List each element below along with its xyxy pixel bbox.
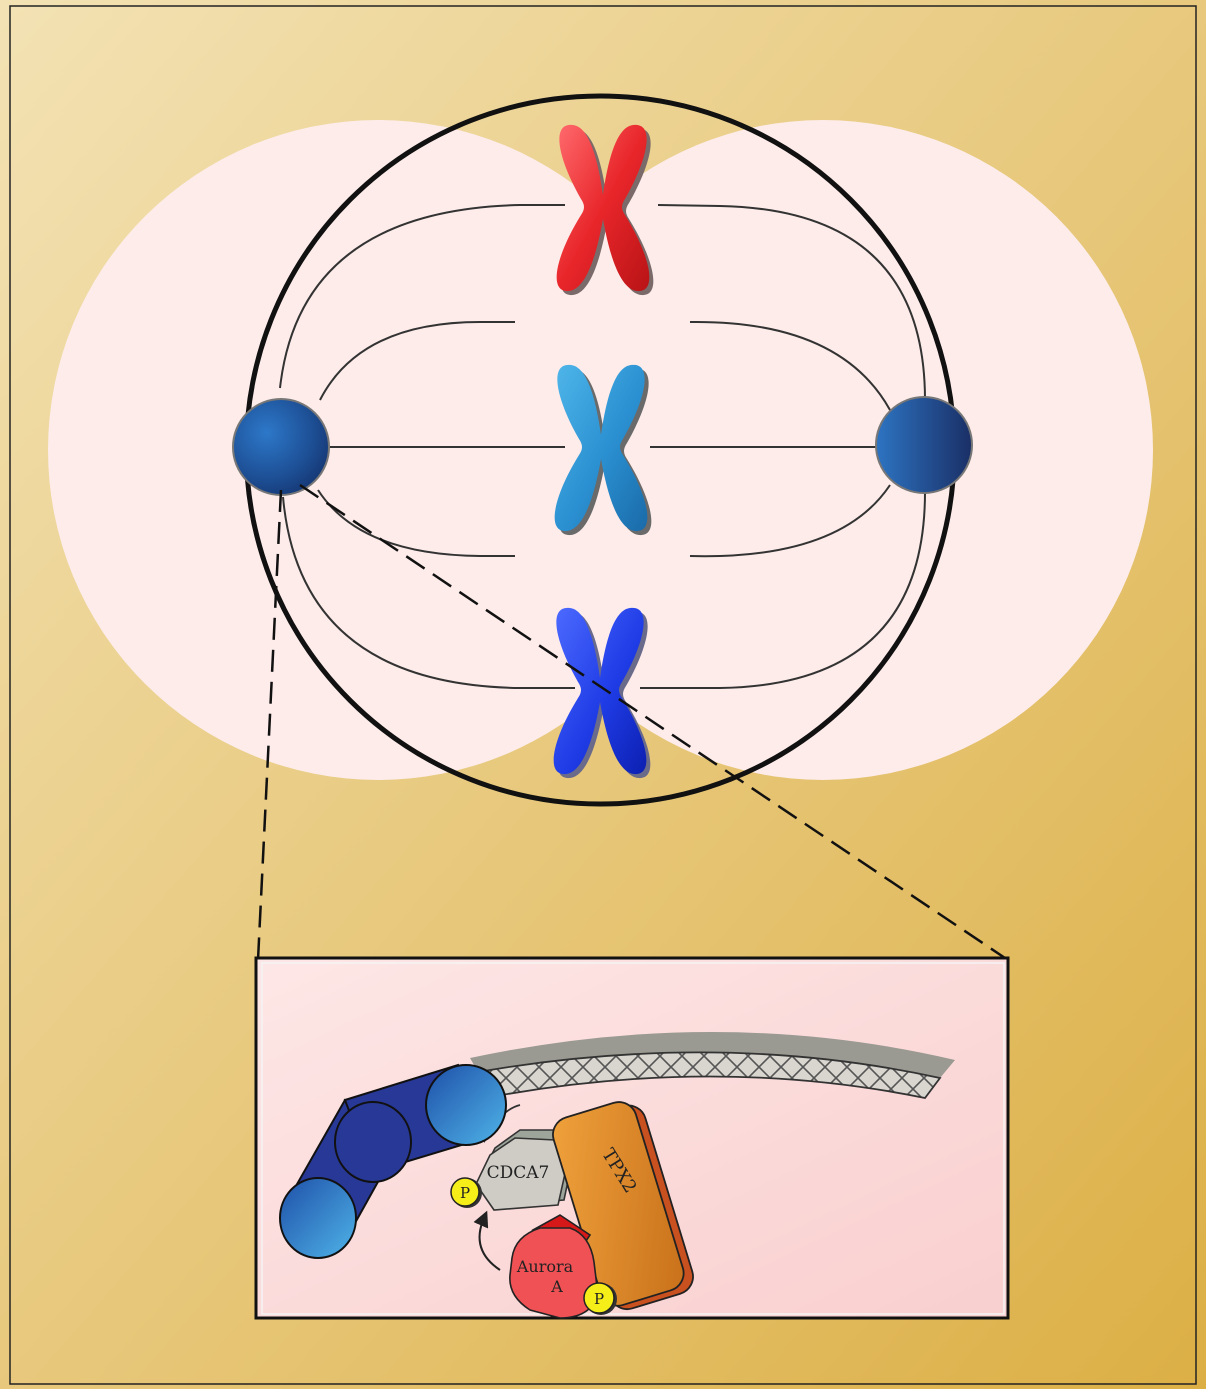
phospho-label: P <box>460 1184 470 1202</box>
aurora-a-label-line1: Aurora <box>516 1257 574 1276</box>
cdca7-label: CDCA7 <box>487 1163 550 1183</box>
inset-panel: CDCA7 TPX2 Aurora A P P <box>256 958 1008 1318</box>
left-centrosome <box>233 399 329 495</box>
aurora-a-label-line2: A <box>550 1277 563 1296</box>
phospho-label: P <box>594 1290 604 1308</box>
right-centrosome <box>876 397 972 493</box>
